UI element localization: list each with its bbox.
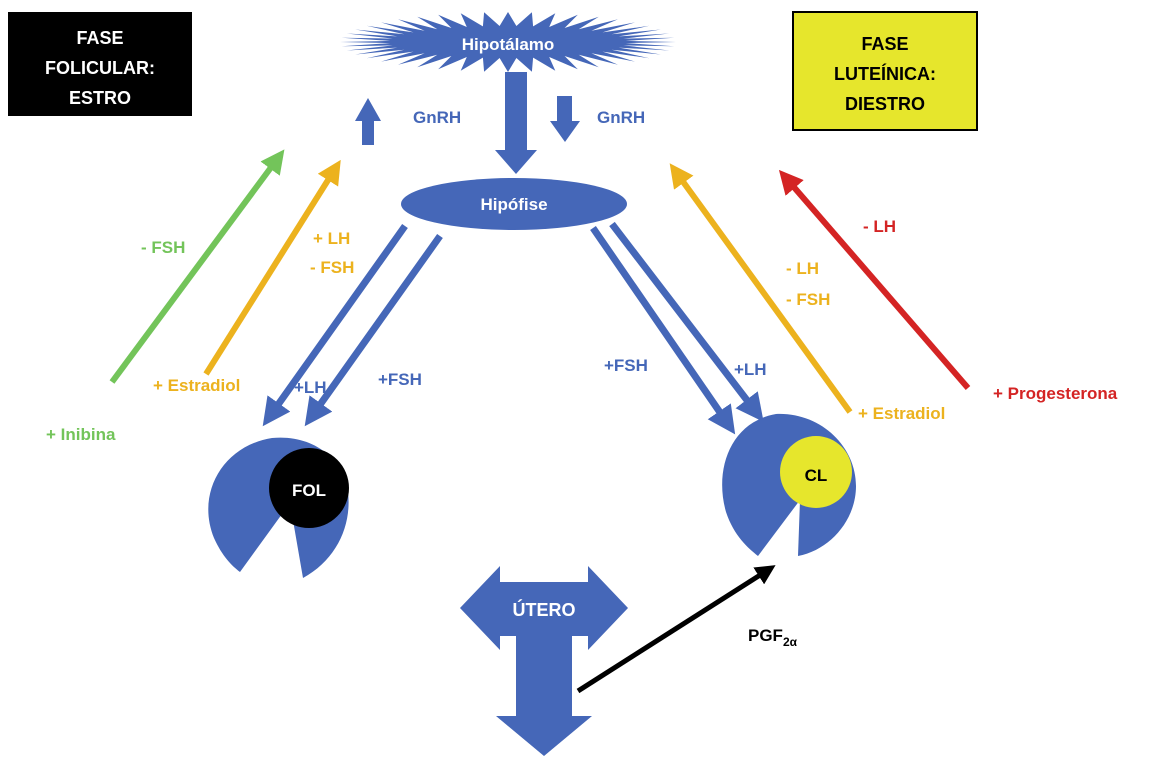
pgf2a-label: PGF2α (748, 626, 798, 649)
follicular-box-line2: FOLICULAR: (45, 58, 155, 78)
minus-fsh-green-label: - FSH (141, 238, 185, 257)
luteal-phase-box: FASE LUTEÍNICA: DIESTRO (792, 11, 978, 131)
hypothalamus-starburst (340, 12, 676, 72)
hypothalamus-label: Hipotálamo (462, 35, 555, 54)
minus-lh-orange-label: - LH (786, 259, 819, 278)
inhibin-feedback-arrow (109, 149, 285, 384)
corpus-luteum-circle (780, 436, 852, 508)
plus-fsh-left-label: +FSH (378, 370, 422, 389)
follicular-box-line1: FASE (76, 28, 123, 48)
minus-fsh-orange-right-label: - FSH (786, 290, 830, 309)
hypothalamus-to-pituitary-arrow (495, 72, 537, 174)
plus-lh-right-label: +LH (734, 360, 767, 379)
uterus-node: ÚTERO (460, 566, 628, 756)
follicle-label: FOL (292, 481, 326, 500)
gnrh-label-right: GnRH (597, 108, 645, 127)
progesterone-feedback-arrow (778, 169, 971, 390)
follicular-phase-box: FASE FOLICULAR: ESTRO (8, 12, 192, 116)
pituitary-node: Hipófise (401, 178, 627, 230)
luteal-box-line1: FASE (861, 34, 908, 54)
gnrh-up-arrow (355, 98, 381, 145)
plus-progesterone-label: + Progesterona (993, 384, 1118, 403)
corpus-luteum-label: CL (805, 466, 828, 485)
pgf2a-arrow (576, 565, 776, 694)
fsh-arrow-to-follicle (304, 233, 443, 427)
uterus-arrow-shape (460, 566, 628, 756)
pgf2a-subscript: 2α (783, 635, 798, 649)
plus-estradiol-right-label: + Estradiol (858, 404, 945, 423)
estradiol-feedback-arrow-right (669, 163, 853, 414)
fsh-arrow-to-corpus-luteum (590, 226, 736, 435)
minus-lh-red-label: - LH (863, 217, 896, 236)
luteal-box-line2: LUTEÍNICA: (834, 63, 936, 84)
plus-inhibin-label: + Inibina (46, 425, 116, 444)
lh-arrow-to-follicle (262, 223, 408, 427)
plus-fsh-right-label: +FSH (604, 356, 648, 375)
lh-arrow-to-corpus-luteum (609, 221, 764, 423)
plus-lh-orange-label: + LH (313, 229, 350, 248)
follicle-circle (269, 448, 349, 528)
pgf2a-main: PGF (748, 626, 783, 645)
plus-lh-left-label: +LH (294, 378, 327, 397)
gnrh-label-left: GnRH (413, 108, 461, 127)
luteal-box-line3: DIESTRO (845, 94, 925, 114)
ovary-corpus-luteum: CL (722, 413, 856, 556)
minus-fsh-orange-label: - FSH (310, 258, 354, 277)
uterus-label: ÚTERO (513, 599, 576, 620)
gnrh-down-arrow (550, 96, 580, 142)
ovary-follicle: FOL (208, 437, 349, 578)
plus-estradiol-left-label: + Estradiol (153, 376, 240, 395)
hypothalamus-node: Hipotálamo (340, 12, 676, 72)
follicular-box-line3: ESTRO (69, 88, 131, 108)
pituitary-label: Hipófise (480, 195, 547, 214)
estradiol-feedback-arrow-left (203, 159, 341, 376)
